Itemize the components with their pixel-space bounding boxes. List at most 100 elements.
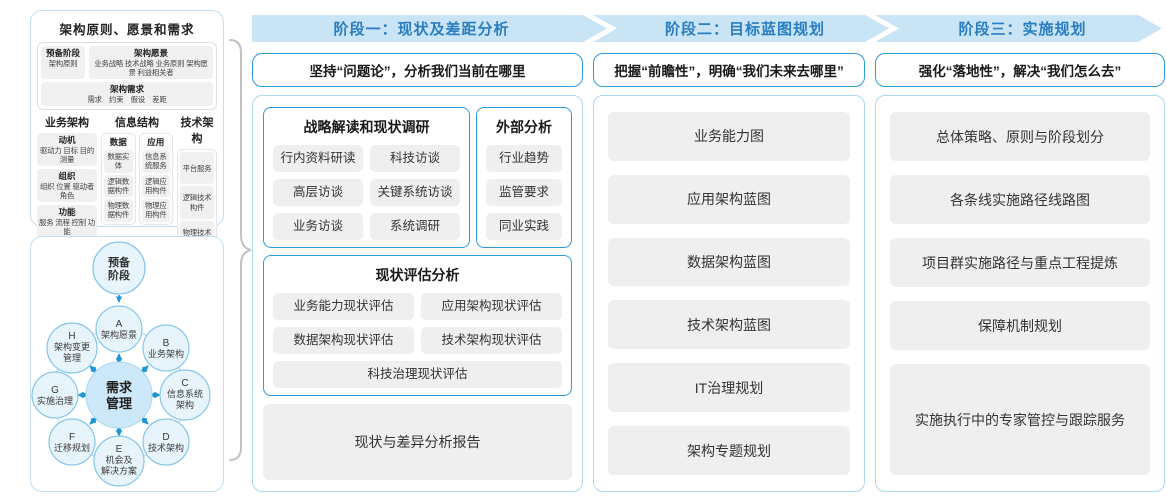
architecture-requirements-title: 架构需求: [109, 84, 144, 95]
node-h-architecture-change-management: H 架构变更 管理: [46, 322, 98, 374]
phase3-item: 总体策略、原则与阶段划分: [890, 112, 1150, 162]
node-e-opportunities-solutions: E 机会及 解决方案: [93, 435, 145, 487]
svg-text:管理: 管理: [106, 396, 132, 411]
external-analysis-title: 外部分析: [496, 119, 552, 135]
phase2-content-box: 业务能力图 应用架构蓝图 数据架构蓝图 技术架构蓝图 IT治理规划 架构专题规划: [593, 95, 865, 492]
svg-text:信息系统: 信息系统: [167, 388, 203, 399]
node-a-architecture-vision: A 架构愿景: [95, 305, 143, 353]
phase2-subtitle: 把握“前瞻性”，明确“我们未来去哪里”: [614, 64, 844, 79]
architecture-vision-title: 架构愿景: [133, 48, 168, 58]
gap-analysis-report-box: 现状与差异分析报告: [263, 404, 572, 480]
assessment-item: 应用架构现状评估: [421, 293, 562, 320]
assessment-item: 业务能力现状评估: [273, 293, 414, 320]
external-item: 监管要求: [486, 179, 562, 206]
architecture-requirements-box: 架构需求 需求 约束 假设 差距: [41, 82, 213, 106]
prep-phase-node: 预备 阶段: [92, 241, 146, 295]
business-architecture-header: 业务架构: [45, 117, 89, 129]
phase3-subtitle-box: 强化“落地性”，解决“我们怎么去”: [875, 53, 1165, 87]
svg-text:预备: 预备: [108, 255, 131, 269]
framework-top-group: 预备阶段 架构原则 架构愿景 业务战略 技术战略 业务原则 架构愿景 利益相关者…: [37, 42, 217, 110]
phase2-item: 应用架构蓝图: [608, 174, 850, 224]
svg-text:E: E: [116, 444, 123, 455]
phase1-content-box: 战略解读和现状调研 行内资料研读 科技访谈 高层访谈 关键系统访谈 业务访谈 系…: [252, 95, 583, 492]
business-motivation-title: 动机: [58, 135, 76, 145]
node-d-technology-architecture: D 技术架构: [142, 418, 190, 466]
phase3-content-box: 总体策略、原则与阶段划分 各条线实施路径线路图 项目群实施路径与重点工程提炼 保…: [875, 95, 1165, 492]
business-function-box: 功能 服务 流程 控制 功能: [37, 205, 97, 239]
svg-text:机会及: 机会及: [105, 454, 132, 465]
external-item: 行业趋势: [486, 145, 562, 172]
architecture-vision-text: 业务战略 技术战略 业务原则 架构愿景 利益相关者: [94, 58, 208, 77]
svg-text:迁移规划: 迁移规划: [54, 442, 90, 453]
svg-text:解决方案: 解决方案: [101, 465, 137, 476]
node-c-information-systems-architecture: C 信息系统 架构: [159, 369, 211, 421]
framework-panel-title: 架构原则、愿景和需求: [59, 23, 195, 37]
strategy-research-box: 战略解读和现状调研 行内资料研读 科技访谈 高层访谈 关键系统访谈 业务访谈 系…: [263, 107, 470, 248]
phase2-item: 架构专题规划: [608, 426, 850, 475]
prep-phase-text: 架构原则: [48, 58, 78, 68]
strategy-item: 行内资料研读: [273, 145, 363, 172]
architecture-requirements-text: 需求 约束 假设 差距: [87, 94, 167, 104]
prep-phase-title: 预备阶段: [45, 48, 80, 58]
phase1-header-band: 阶段一：现状及差距分析: [252, 15, 607, 42]
node-g-implementation-governance: G 实施治理: [31, 371, 79, 419]
application-subcolumn-header: 应用: [147, 137, 165, 147]
phase3-item: 各条线实施路径线路图: [890, 175, 1150, 225]
phase2-header-band: 阶段二：目标蓝图规划: [593, 15, 889, 42]
svg-text:业务架构: 业务架构: [148, 348, 184, 359]
phase3-item: 保障机制规划: [890, 301, 1150, 351]
svg-text:架构愿景: 架构愿景: [101, 329, 137, 340]
technology-architecture-header: 技术架构: [180, 117, 214, 145]
data-item: 逻辑数据构件: [107, 176, 130, 195]
assessment-item: 技术架构现状评估: [421, 327, 562, 354]
brace-connector: [229, 39, 252, 461]
adm-cycle-diagram: 预备 阶段 需求 管理 A 架构愿景 B 业务架构: [31, 241, 211, 487]
phase2-item: IT治理规划: [608, 363, 850, 413]
assessment-analysis-title: 现状评估分析: [375, 267, 460, 283]
phase1-header-label: 阶段一：现状及差距分析: [333, 21, 510, 38]
assessment-wide-item: 科技治理现状评估: [273, 361, 562, 388]
business-motivation-box: 动机 驱动力 目标 目的 测量: [37, 133, 97, 167]
svg-text:F: F: [69, 432, 75, 443]
phase1-subtitle-box: 坚持“问题论”，分析我们当前在哪里: [252, 53, 583, 87]
information-structure-column: 信息结构 数据 数据实体 逻辑数据构件 物理数据构件 应用 信息系统服务 逻辑应…: [101, 114, 173, 238]
business-organization-title: 组织: [58, 171, 76, 182]
information-structure-header: 信息结构: [115, 117, 159, 129]
business-function-text: 服务 流程 控制 功能: [39, 217, 95, 237]
node-b-business-architecture: B 业务架构: [142, 324, 190, 372]
phase2-item: 业务能力图: [608, 112, 850, 161]
data-item: 数据实体: [107, 152, 130, 171]
svg-text:需求: 需求: [106, 380, 133, 395]
business-motivation-text: 驱动力 目标 目的 测量: [39, 145, 95, 164]
svg-text:管理: 管理: [63, 352, 81, 363]
data-item: 物理数据构件: [107, 201, 130, 220]
svg-text:B: B: [163, 338, 170, 349]
prep-phase-box: 预备阶段 架构原则: [41, 46, 85, 80]
business-function-title: 功能: [58, 207, 76, 218]
phase2-item: 技术架构蓝图: [608, 300, 850, 350]
architecture-vision-box: 架构愿景 业务战略 技术战略 业务原则 架构愿景 利益相关者: [89, 46, 213, 80]
phase2-header-label: 阶段二：目标蓝图规划: [664, 21, 825, 38]
svg-text:架构变更: 架构变更: [54, 341, 90, 352]
data-subcolumn: 数据 数据实体 逻辑数据构件 物理数据构件: [101, 133, 136, 225]
phase3-header-band: 阶段三：实施规划: [875, 15, 1162, 42]
strategy-item: 系统调研: [370, 213, 460, 240]
node-f-migration-planning: F 迁移规划: [48, 418, 96, 466]
svg-text:A: A: [116, 319, 123, 330]
radial-arrows: [77, 353, 161, 437]
framework-panel: 架构原则、愿景和需求 预备阶段 架构原则 架构愿景 业务战略 技术战略 业务原则…: [30, 10, 224, 277]
svg-text:D: D: [162, 432, 169, 443]
phase3-header-label: 阶段三：实施规划: [958, 21, 1087, 38]
technology-item: 逻辑技术构件: [182, 193, 212, 212]
svg-text:H: H: [68, 331, 75, 342]
application-item: 物理应用构件: [144, 201, 167, 220]
technology-item: 平台服务: [182, 163, 212, 173]
strategy-item: 关键系统访谈: [370, 179, 460, 206]
strategy-item: 高层访谈: [273, 179, 363, 206]
svg-text:阶段: 阶段: [108, 268, 130, 282]
phase1-subtitle: 坚持“问题论”，分析我们当前在哪里: [309, 64, 526, 79]
phase2-item: 数据架构蓝图: [608, 237, 850, 287]
svg-text:技术架构: 技术架构: [148, 442, 184, 453]
svg-text:实施治理: 实施治理: [37, 395, 73, 406]
